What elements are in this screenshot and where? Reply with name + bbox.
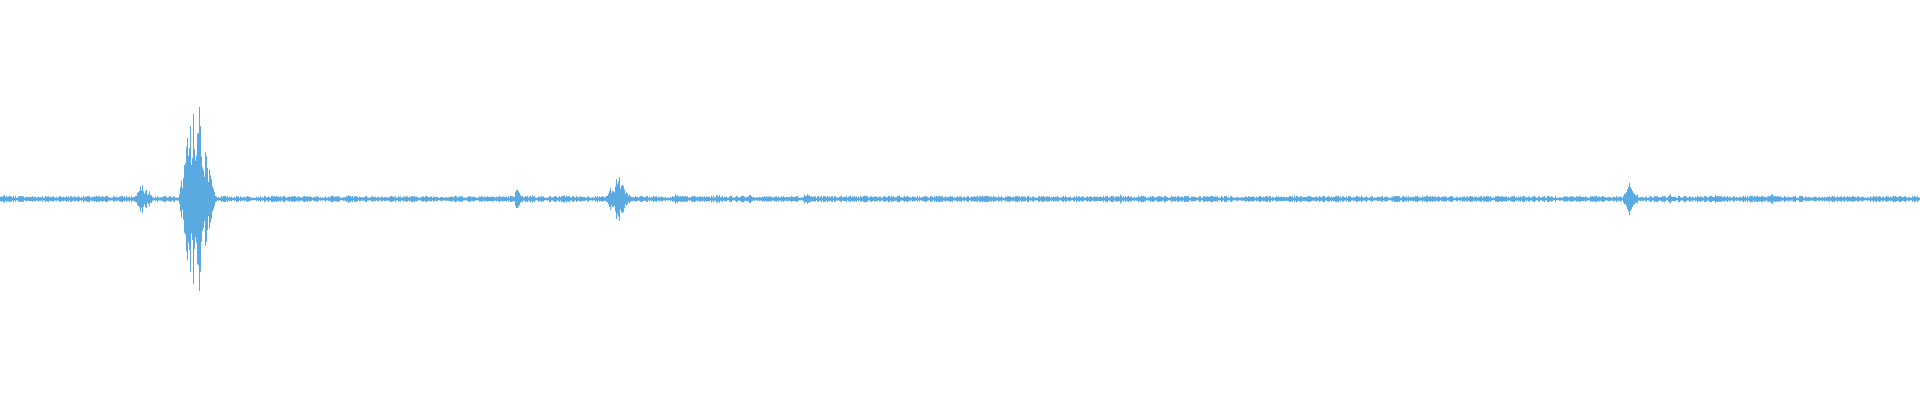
waveform-peaks bbox=[0, 107, 1920, 291]
